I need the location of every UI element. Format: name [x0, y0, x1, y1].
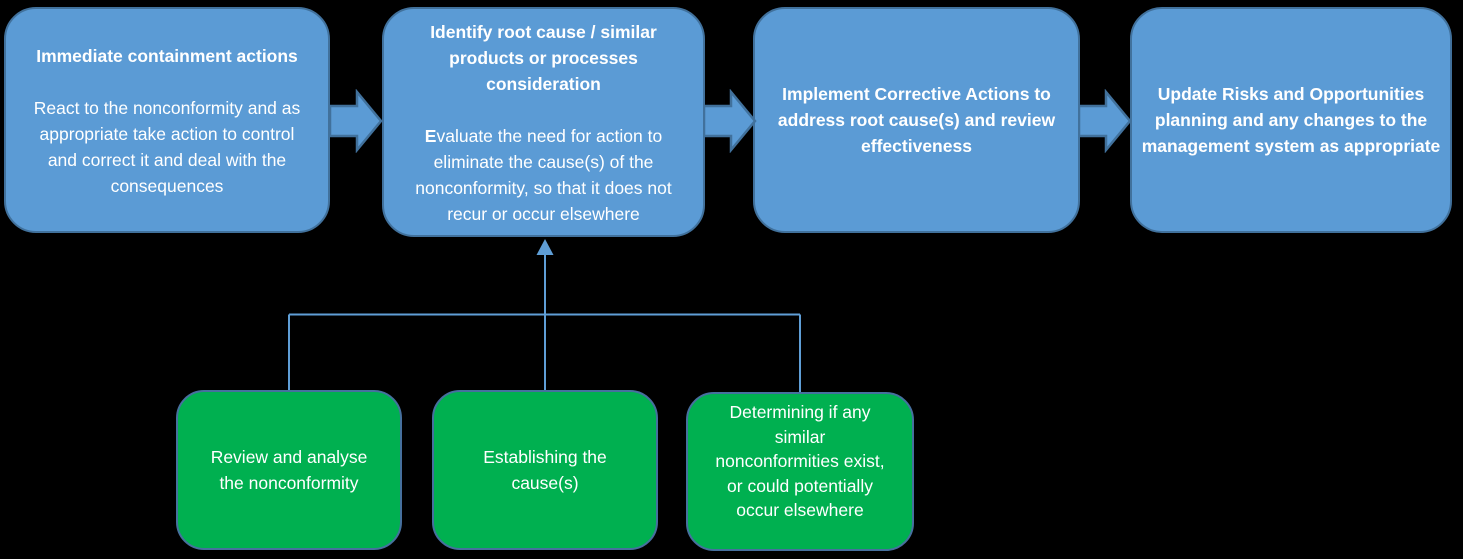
substep-review-analyse: Review and analyse the nonconformity [176, 390, 402, 550]
step-body: React to the nonconformity and as approp… [33, 98, 301, 196]
substep-label: Review and analyse the nonconformity [210, 447, 368, 493]
substep-label: Establishing the cause(s) [483, 447, 607, 493]
right-arrow-icon [329, 89, 383, 153]
right-arrow-icon [1078, 89, 1132, 153]
substep-determining-similar: Determining if any similar nonconformiti… [686, 392, 914, 551]
right-arrow-icon [703, 89, 757, 153]
step-title: Immediate containment actions [36, 46, 298, 66]
step-title: Identify root cause / similar products o… [430, 22, 657, 94]
step-immediate-containment: Immediate containment actions React to t… [4, 7, 330, 233]
step-identify-root-cause: Identify root cause / similar products o… [382, 7, 705, 237]
substep-establishing-causes: Establishing the cause(s) [432, 390, 658, 550]
step-update-risks-opportunities: Update Risks and Opportunities planning … [1130, 7, 1452, 233]
step-implement-corrective-actions: Implement Corrective Actions to address … [753, 7, 1080, 233]
step-title: Update Risks and Opportunities planning … [1141, 84, 1441, 156]
step-title: Implement Corrective Actions to address … [777, 84, 1056, 156]
substep-label: Determining if any similar nonconformiti… [715, 402, 885, 520]
step-body: Evaluate the need for action to eliminat… [415, 126, 672, 224]
up-arrow-icon [536, 239, 554, 255]
